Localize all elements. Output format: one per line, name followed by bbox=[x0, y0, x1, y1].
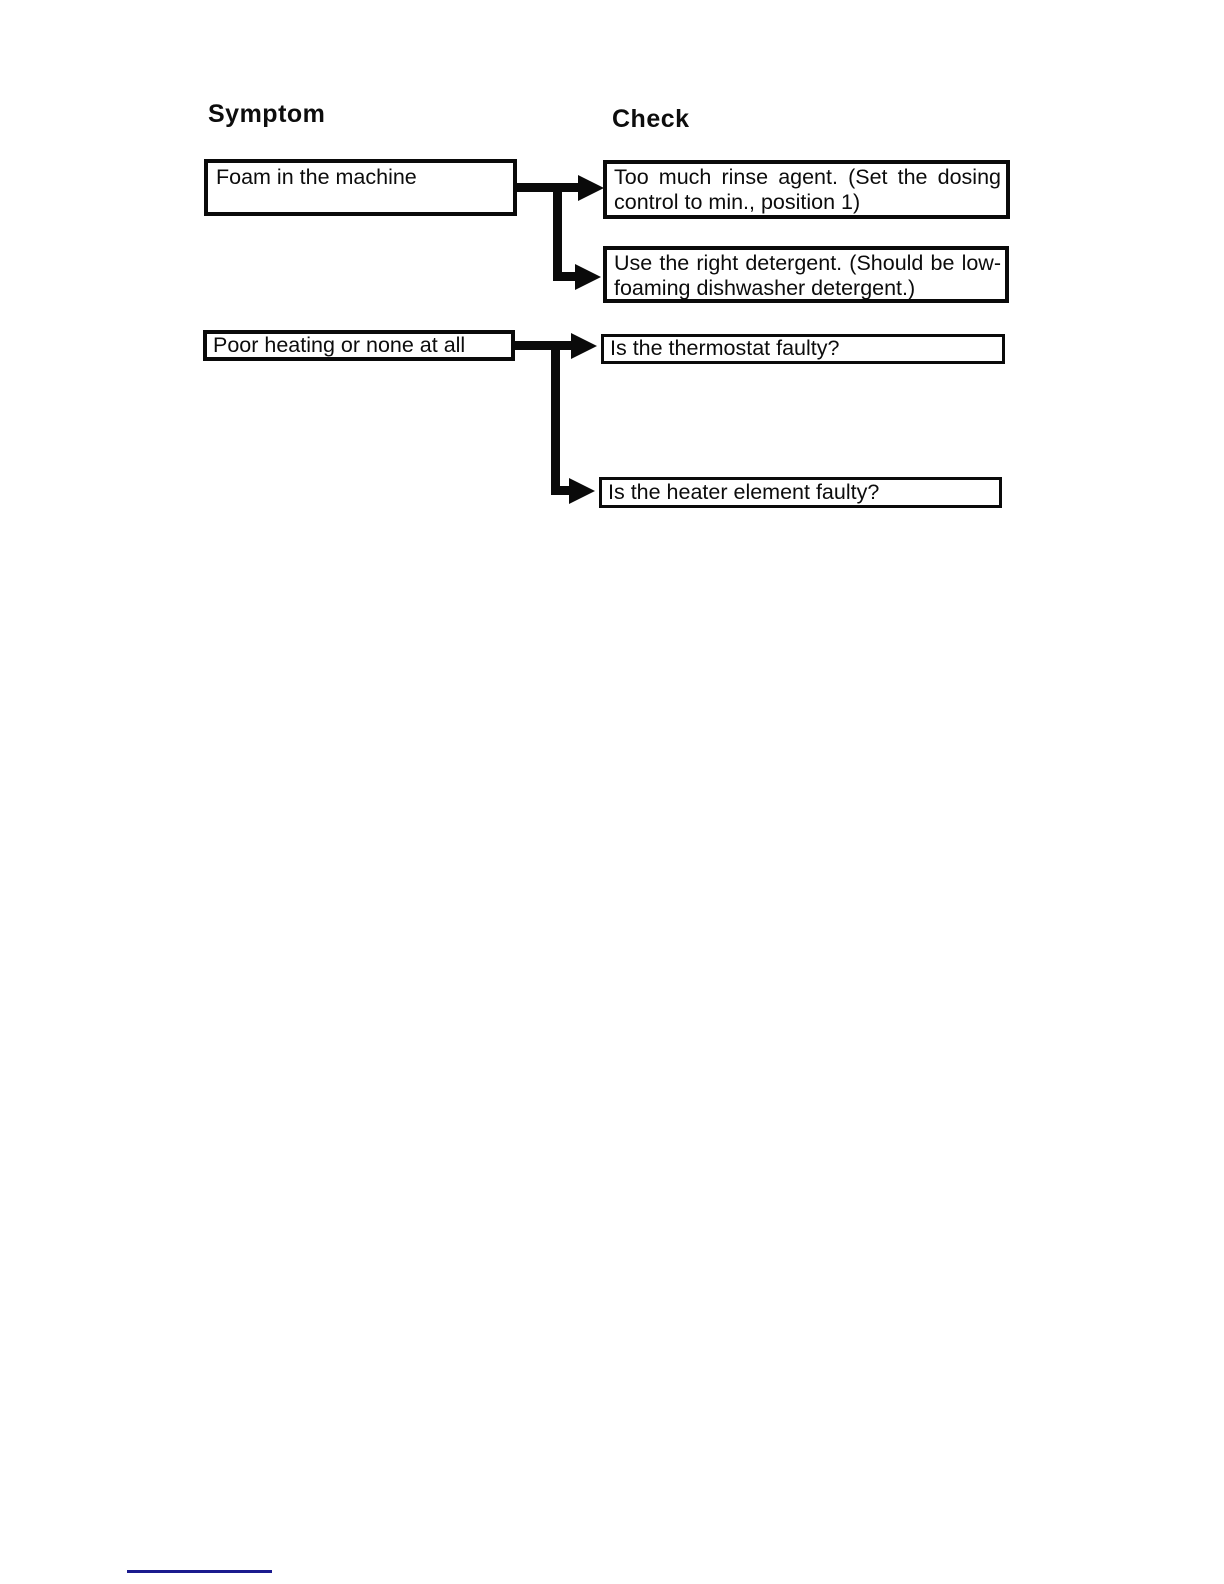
check-box-detergent: Use the right detergent. (Should be low-… bbox=[603, 246, 1009, 303]
connector-foam-branch-line bbox=[553, 272, 577, 281]
connector-heating-vertical-line bbox=[551, 341, 560, 495]
symptom-box-poor-heating: Poor heating or none at all bbox=[203, 330, 515, 361]
footer-rule bbox=[127, 1570, 272, 1573]
symptom-column-header: Symptom bbox=[208, 100, 326, 128]
arrowhead-to-rinse-agent-icon bbox=[578, 175, 604, 201]
connector-heating-branch-line bbox=[551, 486, 571, 495]
connector-heating-horizontal-line bbox=[515, 341, 573, 350]
arrowhead-to-thermostat-icon bbox=[571, 333, 597, 359]
check-box-thermostat: Is the thermostat faulty? bbox=[601, 334, 1005, 364]
check-box-heater-element: Is the heater element faulty? bbox=[599, 477, 1002, 508]
symptom-box-foam: Foam in the machine bbox=[204, 159, 517, 216]
check-column-header: Check bbox=[612, 105, 690, 133]
connector-foam-horizontal-line bbox=[516, 183, 580, 192]
arrowhead-to-detergent-icon bbox=[575, 264, 601, 290]
check-box-rinse-agent: Too much rinse agent. (Set the dosing co… bbox=[603, 160, 1010, 219]
arrowhead-to-heater-element-icon bbox=[569, 478, 595, 504]
connector-foam-vertical-line bbox=[553, 183, 562, 281]
